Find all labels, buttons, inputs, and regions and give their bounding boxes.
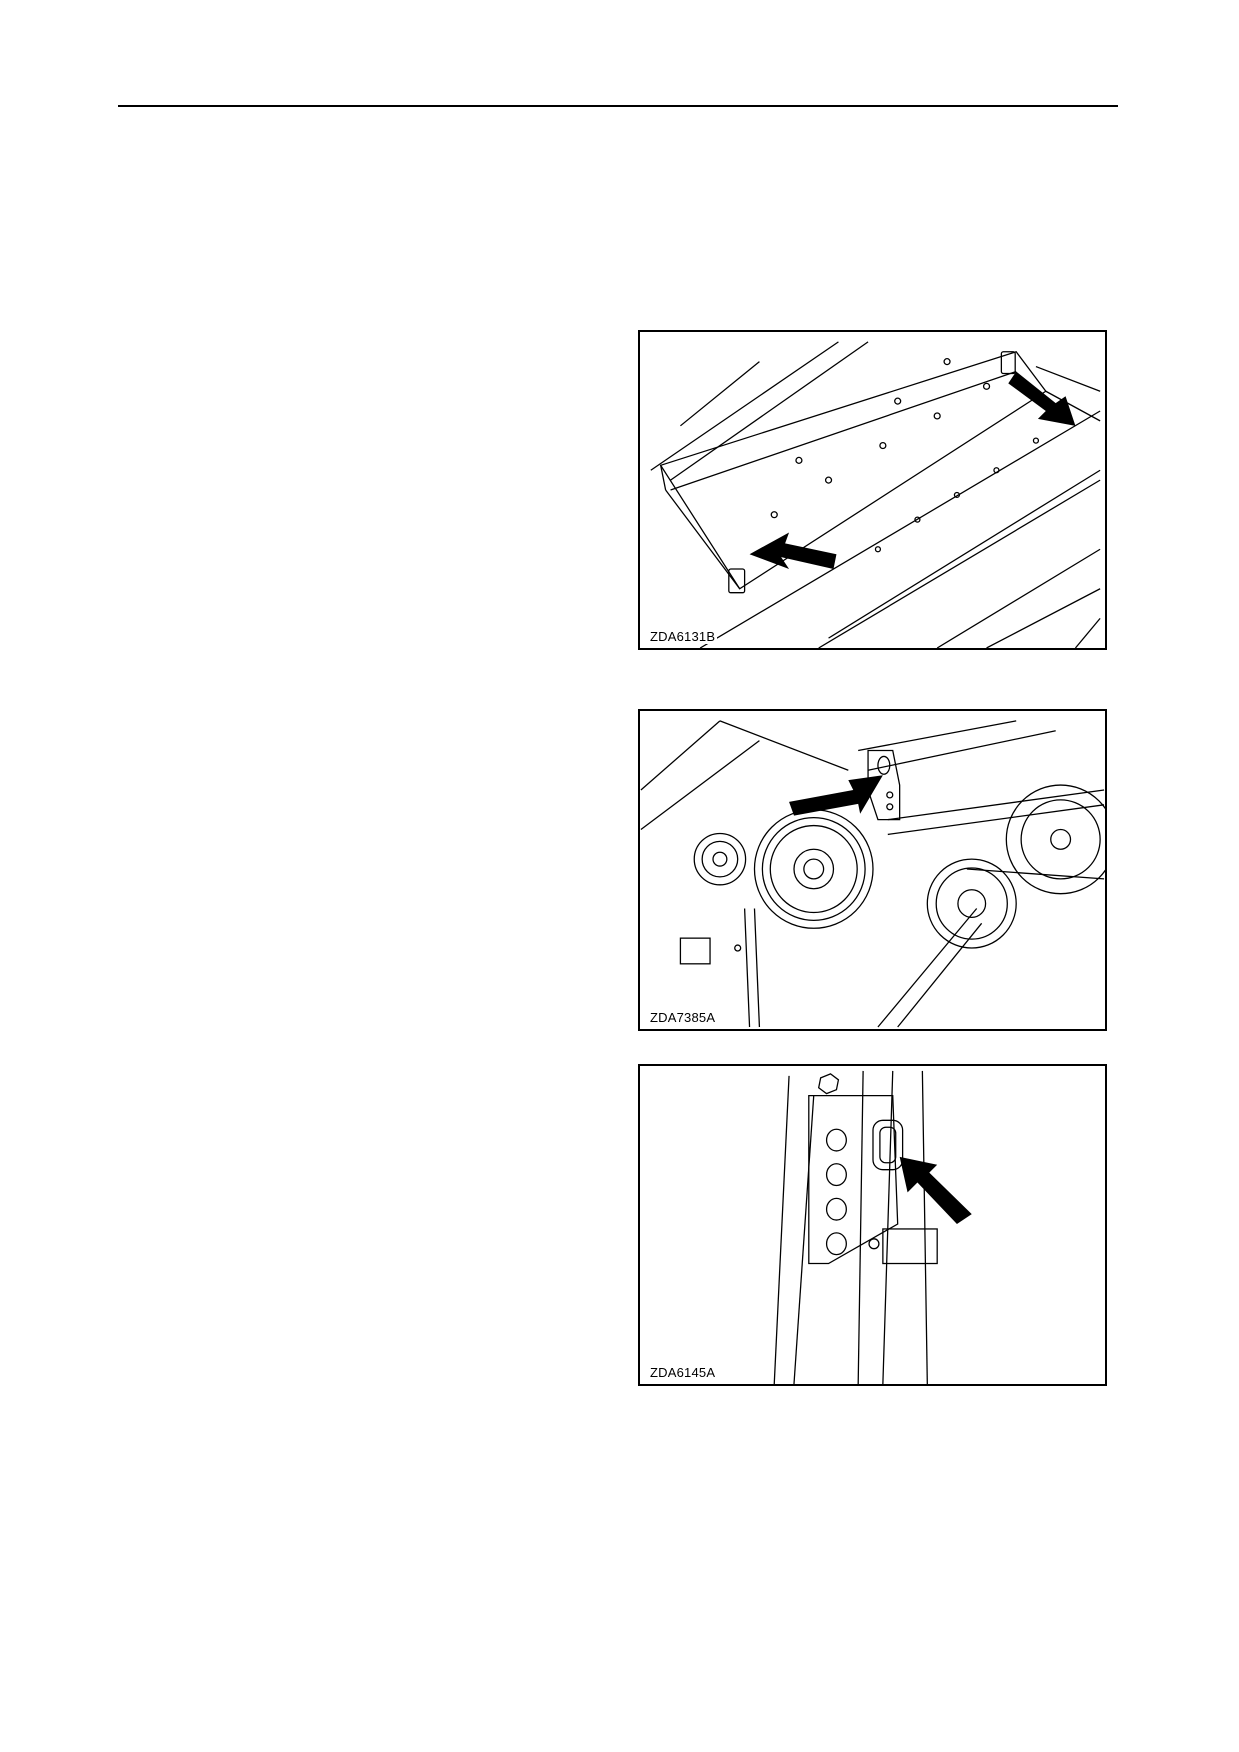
sieve-panel-illustration (650, 341, 1101, 648)
arrow-icon-lower (749, 532, 837, 569)
figure-sieve-panel: ZDA6131B (638, 330, 1107, 650)
figure-code: ZDA7385A (648, 1010, 718, 1025)
pulley-drive-illustration (640, 720, 1105, 1028)
figure-slotted-bracket: ZDA6145A (638, 1064, 1107, 1386)
figure-code: ZDA6145A (648, 1365, 718, 1380)
arrow-icon (789, 775, 883, 816)
figure-code: ZDA6131B (648, 629, 718, 644)
slotted-bracket-illustration (773, 1070, 972, 1384)
arrow-icon (899, 1156, 972, 1225)
header-rule (118, 105, 1118, 107)
arrow-icon-upper (1008, 371, 1076, 426)
figure-pulley-drive: ZDA7385A (638, 709, 1107, 1031)
